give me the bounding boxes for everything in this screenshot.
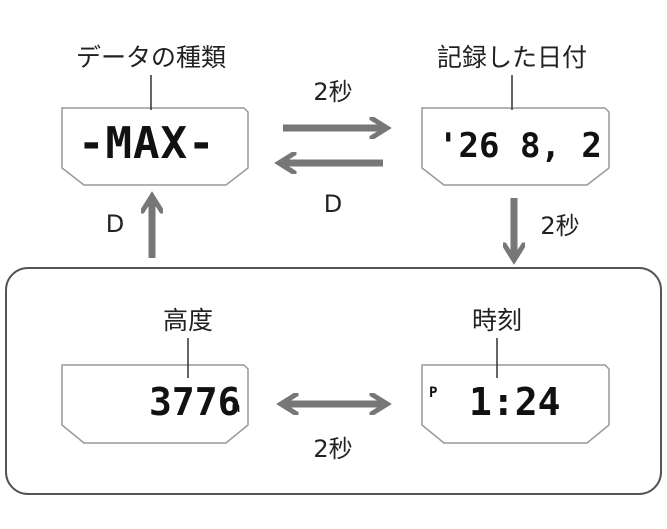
display-date-day: 8, 2 (520, 126, 602, 166)
label-time: 時刻 (471, 306, 523, 335)
label-recorded-date: 記録した日付 (436, 43, 588, 72)
display-date-year: '26 (438, 126, 500, 166)
display-altitude-outline (61, 364, 249, 444)
display-date-outline (421, 107, 610, 186)
transition-left-button: D (105, 210, 125, 238)
transition-top-button: D (323, 190, 343, 218)
transition-top-auto: 2秒 (313, 78, 353, 106)
display-max-text: -MAX- (78, 118, 216, 169)
display-altitude-value: 3776 (149, 380, 241, 424)
label-altitude: 高度 (162, 306, 214, 335)
display-time-outline (421, 364, 610, 444)
transition-right-auto: 2秒 (540, 212, 580, 240)
normal-mode-frame (5, 267, 662, 495)
transition-bottom-auto: 2秒 (313, 435, 353, 463)
display-max-outline (61, 107, 249, 186)
display-time-pm: P (429, 385, 438, 401)
label-data-type: データの種類 (75, 43, 227, 72)
display-altitude-unit: m (232, 401, 240, 416)
display-time-value: 1:24 (469, 380, 561, 424)
